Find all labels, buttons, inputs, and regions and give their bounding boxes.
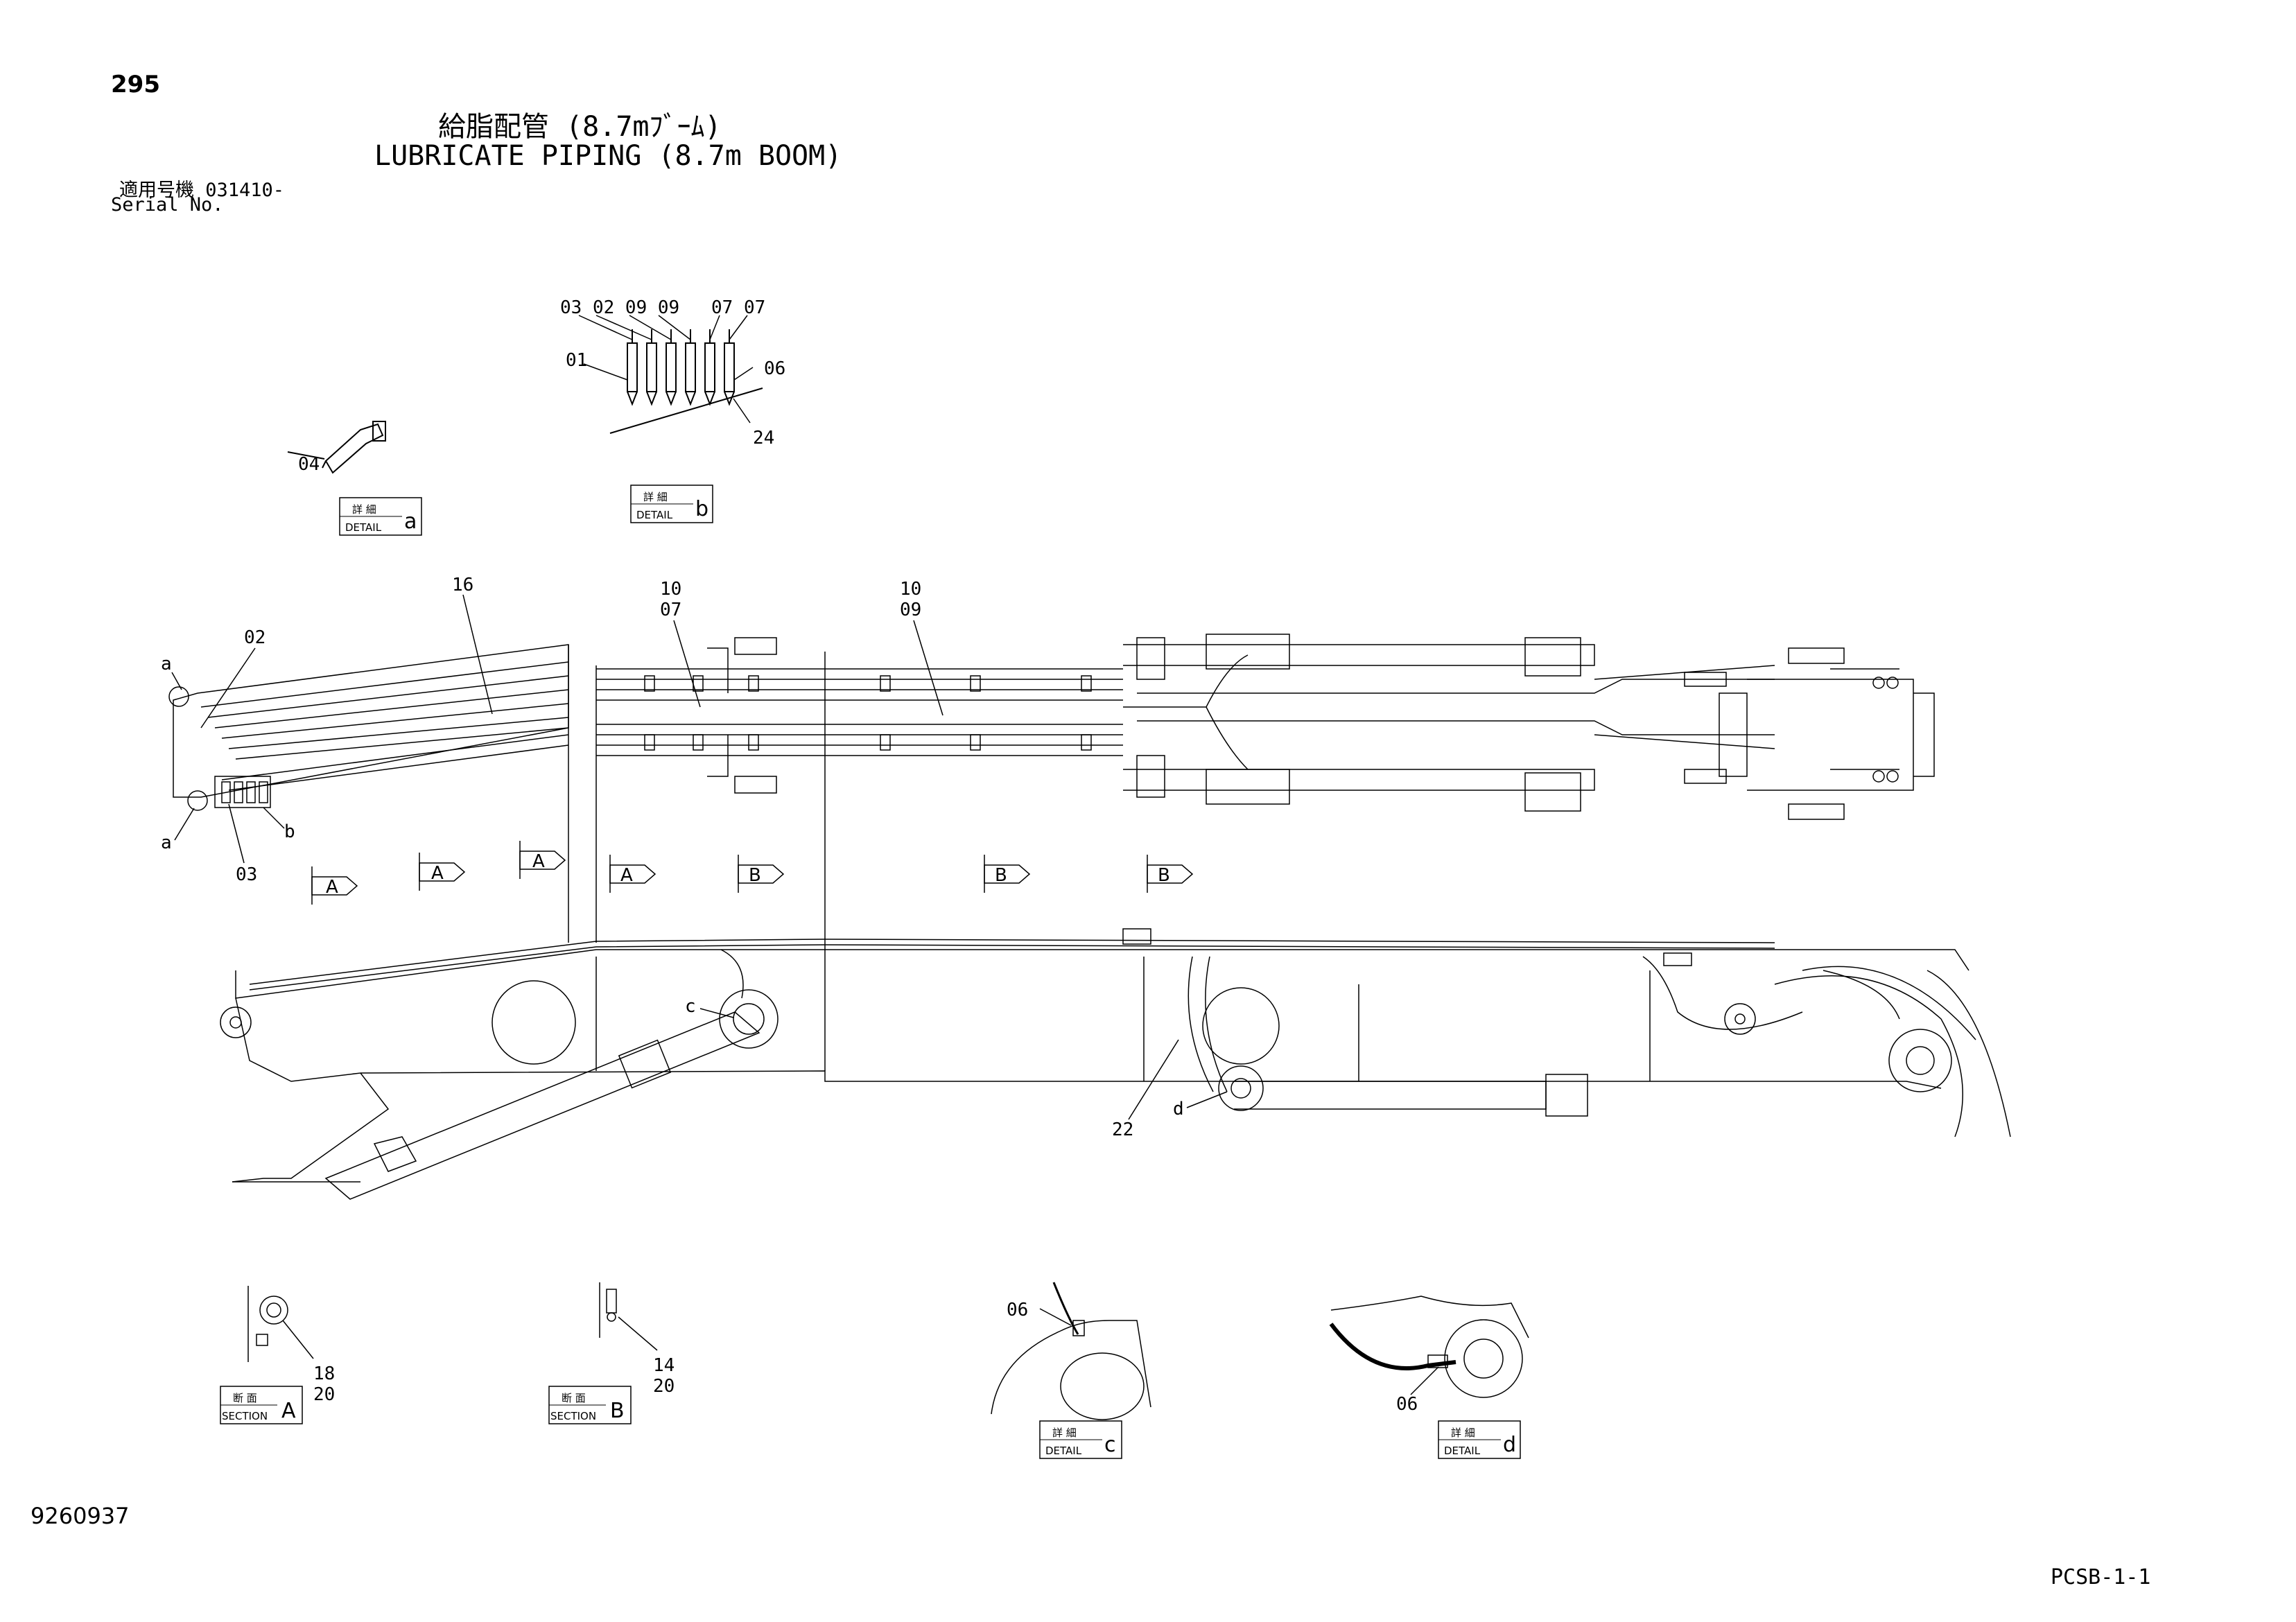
svg-text:b: b — [695, 497, 708, 521]
section-arrow-a-2: A — [419, 853, 466, 891]
section-arrow-a-3: A — [519, 841, 566, 879]
svg-text:SECTION: SECTION — [550, 1410, 596, 1422]
callout-04: 04 — [298, 454, 320, 475]
section-arrow-b-2: B — [984, 855, 1031, 893]
svg-text:詳 細: 詳 細 — [1052, 1427, 1077, 1439]
callout-18: 18 — [313, 1363, 335, 1384]
callout-03: 03 — [236, 864, 257, 885]
section-box-b: 断 面 SECTION B — [548, 1386, 632, 1424]
svg-text:B: B — [1158, 865, 1170, 886]
callout-20-section-a: 20 — [313, 1384, 335, 1405]
serial-label-english: Serial No. — [111, 194, 224, 216]
svg-text:DETAIL: DETAIL — [636, 509, 673, 521]
svg-text:詳 細: 詳 細 — [352, 503, 376, 516]
svg-text:詳 細: 詳 細 — [1451, 1427, 1475, 1439]
callout-16: 16 — [452, 575, 473, 595]
callout-01: 01 — [566, 350, 587, 371]
svg-text:d: d — [1503, 1433, 1516, 1457]
callout-06-detail-c: 06 — [1007, 1300, 1028, 1320]
detail-c-drawing — [991, 1282, 1151, 1420]
svg-text:A: A — [326, 877, 338, 898]
title-english: LUBRICATE PIPING (8.7m BOOM) — [374, 140, 842, 172]
svg-text:A: A — [620, 865, 633, 886]
page-number: 295 — [111, 71, 160, 98]
detail-d-drawing — [1329, 1296, 1529, 1398]
serial-label-japanese: 適用号機 031410- — [119, 180, 285, 201]
section-a-drawing — [247, 1286, 314, 1362]
detail-a-drawing — [287, 421, 386, 474]
section-arrow-b-3: B — [1147, 855, 1194, 893]
svg-text:SECTION: SECTION — [222, 1410, 268, 1422]
section-b-drawing — [599, 1282, 658, 1351]
callout-10-a: 10 — [660, 579, 681, 600]
callout-detail-b-top-right: 07 07 — [711, 297, 765, 318]
detail-box-d: 詳 細 DETAIL d — [1438, 1420, 1521, 1459]
callout-02: 02 — [244, 627, 266, 648]
callout-22: 22 — [1112, 1119, 1133, 1140]
callout-14: 14 — [653, 1355, 675, 1376]
svg-text:B: B — [610, 1399, 625, 1423]
svg-text:A: A — [431, 863, 444, 884]
detail-box-c: 詳 細 DETAIL c — [1039, 1420, 1122, 1459]
detail-box-b: 詳 細 DETAIL b — [630, 485, 713, 523]
callout-06-detail-b: 06 — [764, 358, 785, 379]
ref-label-a-top: a — [161, 654, 172, 674]
document-number: 9260937 — [31, 1503, 130, 1529]
svg-text:断 面: 断 面 — [233, 1392, 257, 1404]
boom-side-view — [220, 928, 2011, 1200]
svg-text:DETAIL: DETAIL — [345, 521, 382, 534]
section-arrow-a-4: A — [609, 855, 656, 893]
svg-text:B: B — [995, 865, 1007, 886]
callout-24: 24 — [753, 428, 774, 448]
svg-text:A: A — [281, 1399, 296, 1423]
ref-label-b: b — [284, 821, 295, 842]
page-code: PCSB-1-1 — [2051, 1565, 2151, 1589]
callout-09-b: 09 — [900, 600, 921, 620]
svg-text:B: B — [749, 865, 761, 886]
svg-text:断 面: 断 面 — [562, 1392, 586, 1404]
svg-text:A: A — [532, 851, 545, 872]
svg-text:DETAIL: DETAIL — [1045, 1445, 1082, 1457]
boom-top-view — [168, 634, 1935, 957]
title-japanese: 給脂配管 (8.7mﾌﾞｰﾑ) — [438, 111, 722, 143]
callout-20-section-b: 20 — [653, 1376, 675, 1397]
section-arrow-b-1: B — [738, 855, 785, 893]
callout-07-a: 07 — [660, 600, 681, 620]
svg-text:a: a — [404, 509, 417, 534]
ref-label-a-bottom: a — [161, 832, 172, 853]
svg-text:c: c — [1104, 1433, 1116, 1457]
detail-box-a: 詳 細 DETAIL a — [339, 497, 422, 536]
section-arrow-a-1: A — [311, 866, 358, 905]
section-box-a: 断 面 SECTION A — [220, 1386, 303, 1424]
ref-label-d: d — [1173, 1099, 1184, 1119]
callout-06-detail-d: 06 — [1396, 1394, 1418, 1415]
svg-text:DETAIL: DETAIL — [1444, 1445, 1481, 1457]
callout-detail-b-top-left: 03 02 09 09 — [560, 297, 679, 318]
svg-text:詳 細: 詳 細 — [643, 491, 668, 503]
callout-10-b: 10 — [900, 579, 921, 600]
detail-b-drawing — [578, 315, 763, 434]
section-arrows: A A A A B B B — [311, 841, 1194, 905]
ref-label-c: c — [685, 996, 696, 1017]
